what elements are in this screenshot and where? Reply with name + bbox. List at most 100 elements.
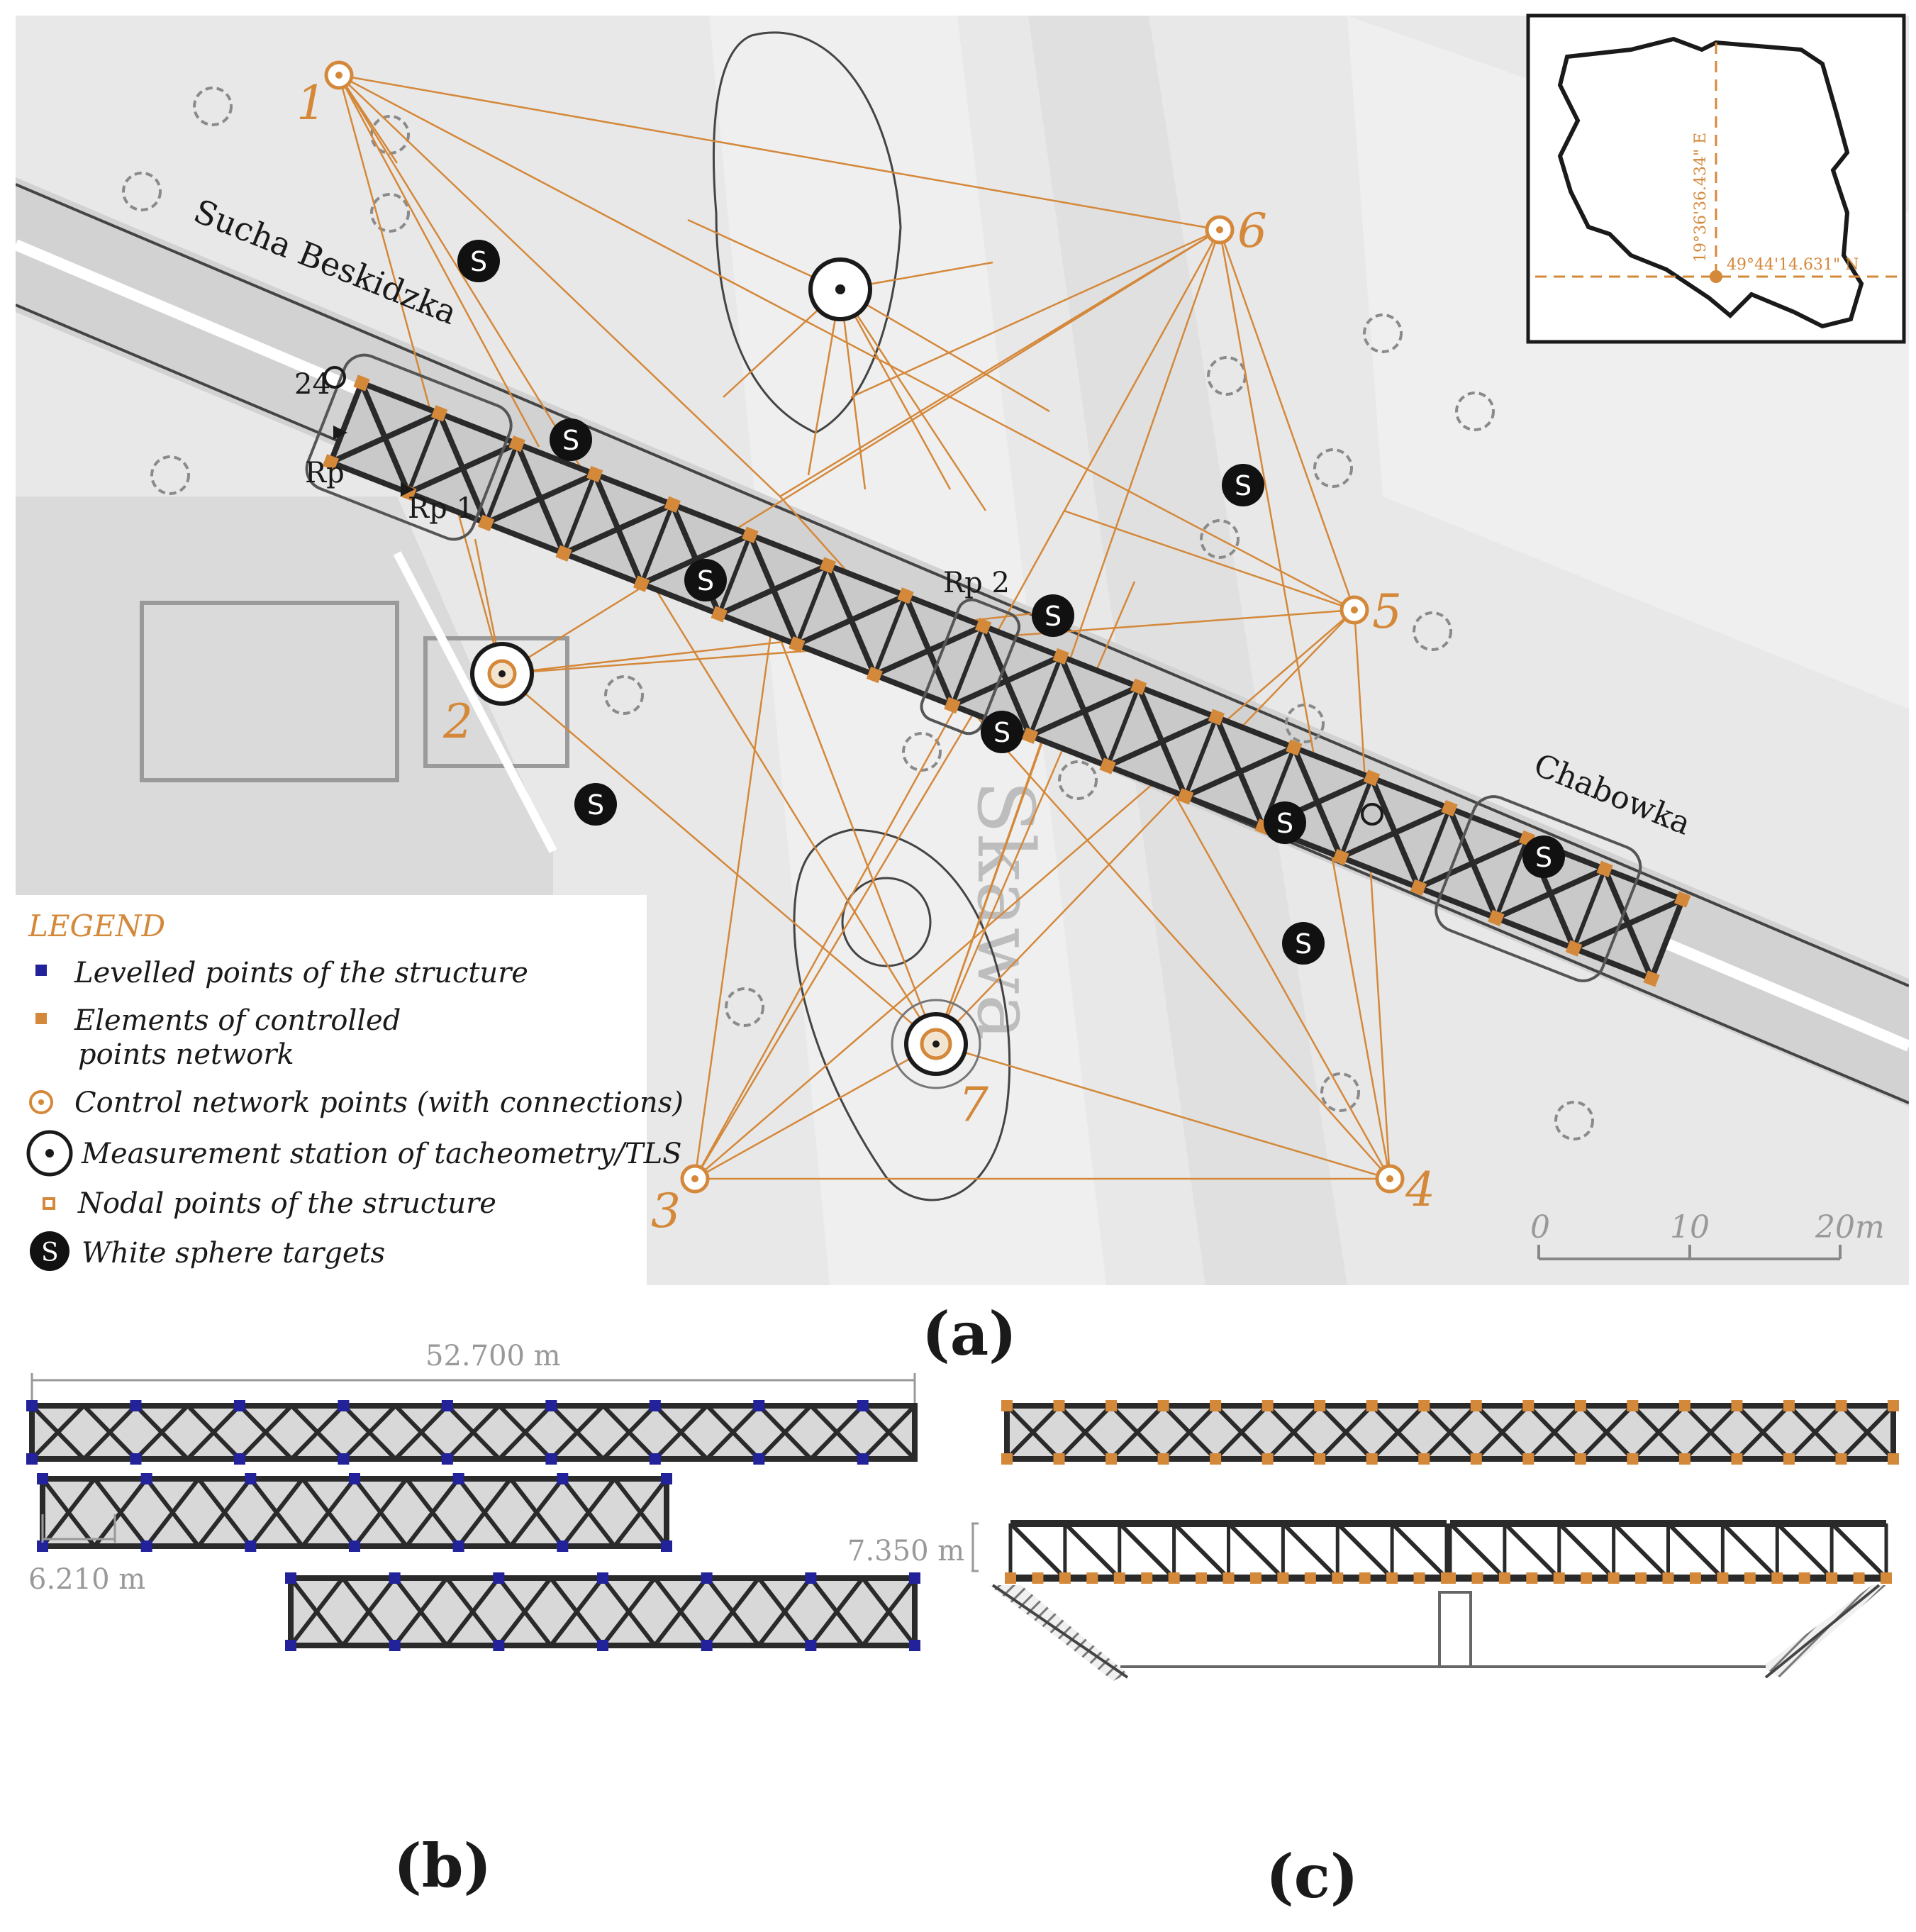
truss-diagonal [497,1404,553,1461]
node-point [1359,1572,1371,1584]
node-point [1366,1400,1378,1411]
node-point [909,1640,920,1651]
truss-diagonal [248,1477,305,1548]
truss-diagonal [342,1404,397,1461]
truss-diagonal [550,1404,605,1461]
node-point [285,1640,296,1651]
truss-diagonal [301,1477,357,1548]
node-point [1798,1572,1810,1584]
node-point [1105,1400,1118,1411]
node-point [338,1400,350,1411]
nodal-point [1488,909,1505,926]
truss-diagonal [196,1477,252,1548]
nodal-point [1441,799,1458,817]
node-point [1662,1572,1674,1584]
legend-item-station: Measurement station of tacheometry/TLS [81,1138,682,1170]
ref-point-rp2: Rp 2 [943,567,1010,599]
node-point [140,1540,152,1552]
node-point [1689,1572,1701,1584]
truss-vertical [1338,777,1374,858]
node-point [753,1400,765,1411]
svg-text:7: 7 [959,1077,988,1132]
caption-c: (c) [1266,1841,1359,1911]
truss-diagonal [134,1404,189,1461]
node-point [545,1453,557,1465]
node-point [1005,1572,1016,1584]
node-point [389,1640,401,1651]
nodal-point [974,617,992,635]
truss-vertical [717,534,752,616]
node-point [1731,1453,1743,1465]
node-point [1277,1572,1289,1584]
caption-a: (a) [922,1299,1017,1369]
truss-diagonal [757,1404,813,1461]
node-point [1418,1453,1430,1465]
node-point [1332,1572,1344,1584]
truss-vertical [639,504,675,585]
node-point [649,1400,661,1411]
ref-point-rp1: Rp 1 [408,492,474,525]
node-point [661,1540,672,1552]
truss-vertical [950,625,986,706]
truss-diagonal [1227,1521,1285,1580]
truss-diagonal [1057,1404,1113,1461]
nodal-point [1208,709,1225,726]
node-point [1731,1400,1743,1411]
truss-diagonal [1839,1404,1895,1461]
node-point [857,1400,869,1411]
control-point-3: 3 [651,1164,710,1238]
nodal-point [1286,739,1303,756]
legend-item-controlled-line2: points network [78,1038,294,1071]
node-point [245,1473,257,1484]
node-point [909,1572,920,1584]
truss-diagonal [1028,684,1140,738]
node-point [493,1572,505,1584]
truss-diagonal [1162,1404,1218,1461]
node-point [1210,1453,1222,1465]
node-point [1196,1572,1208,1584]
truss-diagonal [1527,1404,1582,1461]
truss-diagonal [601,1577,657,1647]
orange-circle-icon [29,1090,53,1114]
node-point [1053,1453,1065,1465]
control-point-7: 7 [891,999,988,1132]
truss-diagonal [393,1577,449,1647]
node-point [1470,1400,1482,1411]
truss-diagonal [1336,1521,1394,1580]
truss-diagonal [1683,1404,1739,1461]
nodal-point [586,465,603,483]
node-point [1608,1572,1620,1584]
node-point [805,1640,817,1651]
height-label: 7.350 m [847,1535,964,1567]
nodal-point [1130,678,1147,695]
node-point [649,1453,661,1465]
truss-vertical [406,412,442,494]
svg-text:2: 2 [442,694,473,749]
node-point [1470,1453,1482,1465]
node-point [389,1572,401,1584]
scale-bar: 0 10 20m [1530,1209,1885,1260]
truss-diagonal [1281,1521,1339,1580]
node-point [130,1400,142,1411]
svg-text:S: S [993,717,1010,748]
node-point [1210,1400,1222,1411]
node-point [1304,1572,1316,1584]
svg-text:S: S [1045,601,1062,632]
truss-diagonal [496,1577,553,1647]
caption-b: (b) [394,1831,491,1901]
truss-diagonal [394,1404,450,1461]
node-point [1581,1572,1593,1584]
node-point [1678,1453,1691,1465]
nodal-point [1099,757,1116,775]
legend-item-nodal: Nodal points of the structure [77,1187,496,1220]
nodal-point [633,575,650,592]
orange-square-icon [35,1013,47,1024]
node-point [1522,1453,1535,1465]
truss-diagonal [1612,1521,1670,1580]
nodal-point [819,557,837,574]
elevation-truss [1005,1520,1892,1584]
node-point [701,1640,713,1651]
nodal-point [477,514,495,532]
truss-diagonal [1830,1521,1888,1580]
